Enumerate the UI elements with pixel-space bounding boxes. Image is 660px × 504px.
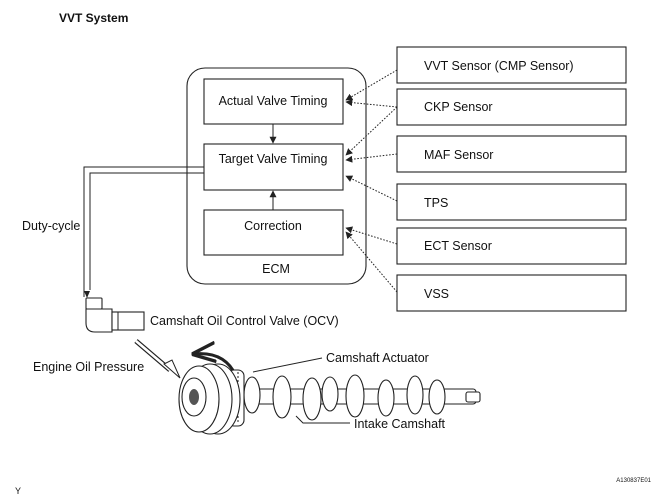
ecm-block-actual-valve-timing: Actual Valve Timing xyxy=(203,78,344,125)
ecm-block-label: Actual Valve Timing xyxy=(219,94,328,108)
actuator-leader-line xyxy=(252,357,323,373)
figure-code: A130837E01 xyxy=(616,478,651,484)
sensor-label: ECT Sensor xyxy=(424,239,492,253)
camshaft-assembly-icon xyxy=(178,363,481,435)
ecm-block-target-valve-timing: Target Valve Timing xyxy=(203,143,344,191)
footer-left-mark: Y xyxy=(15,486,21,496)
ocv-label: Camshaft Oil Control Valve (OCV) xyxy=(150,314,339,328)
sensor-signal-lines xyxy=(345,69,398,293)
ecm-block-label: Target Valve Timing xyxy=(219,152,328,166)
sensor-vss: VSS xyxy=(396,274,627,312)
engine-oil-pressure-label: Engine Oil Pressure xyxy=(33,360,144,374)
ecm-block-correction: Correction xyxy=(203,209,344,256)
sensor-label: VVT Sensor (CMP Sensor) xyxy=(424,59,574,73)
duty-cycle-line xyxy=(83,166,204,298)
ocv-icon xyxy=(85,297,145,333)
oil-pressure-arrow-icon xyxy=(134,339,181,379)
ecm-label: ECM xyxy=(262,262,290,276)
sensor-label: MAF Sensor xyxy=(424,148,493,162)
page-title: VVT System xyxy=(59,11,128,25)
sensor-vvt-cmp: VVT Sensor (CMP Sensor) xyxy=(396,46,627,84)
camshaft-leader-line xyxy=(295,415,350,424)
intake-camshaft-label: Intake Camshaft xyxy=(354,417,446,431)
ecm-block-label: Correction xyxy=(244,219,302,233)
sensor-maf: MAF Sensor xyxy=(396,135,627,173)
sensor-tps: TPS xyxy=(396,183,627,221)
sensor-label: TPS xyxy=(424,196,448,210)
duty-cycle-label: Duty-cycle xyxy=(22,219,80,233)
sensor-ect: ECT Sensor xyxy=(396,227,627,265)
sensor-ckp: CKP Sensor xyxy=(396,88,627,126)
sensor-label: CKP Sensor xyxy=(424,100,493,114)
sensor-label: VSS xyxy=(424,287,449,301)
camshaft-actuator-label: Camshaft Actuator xyxy=(326,351,429,365)
